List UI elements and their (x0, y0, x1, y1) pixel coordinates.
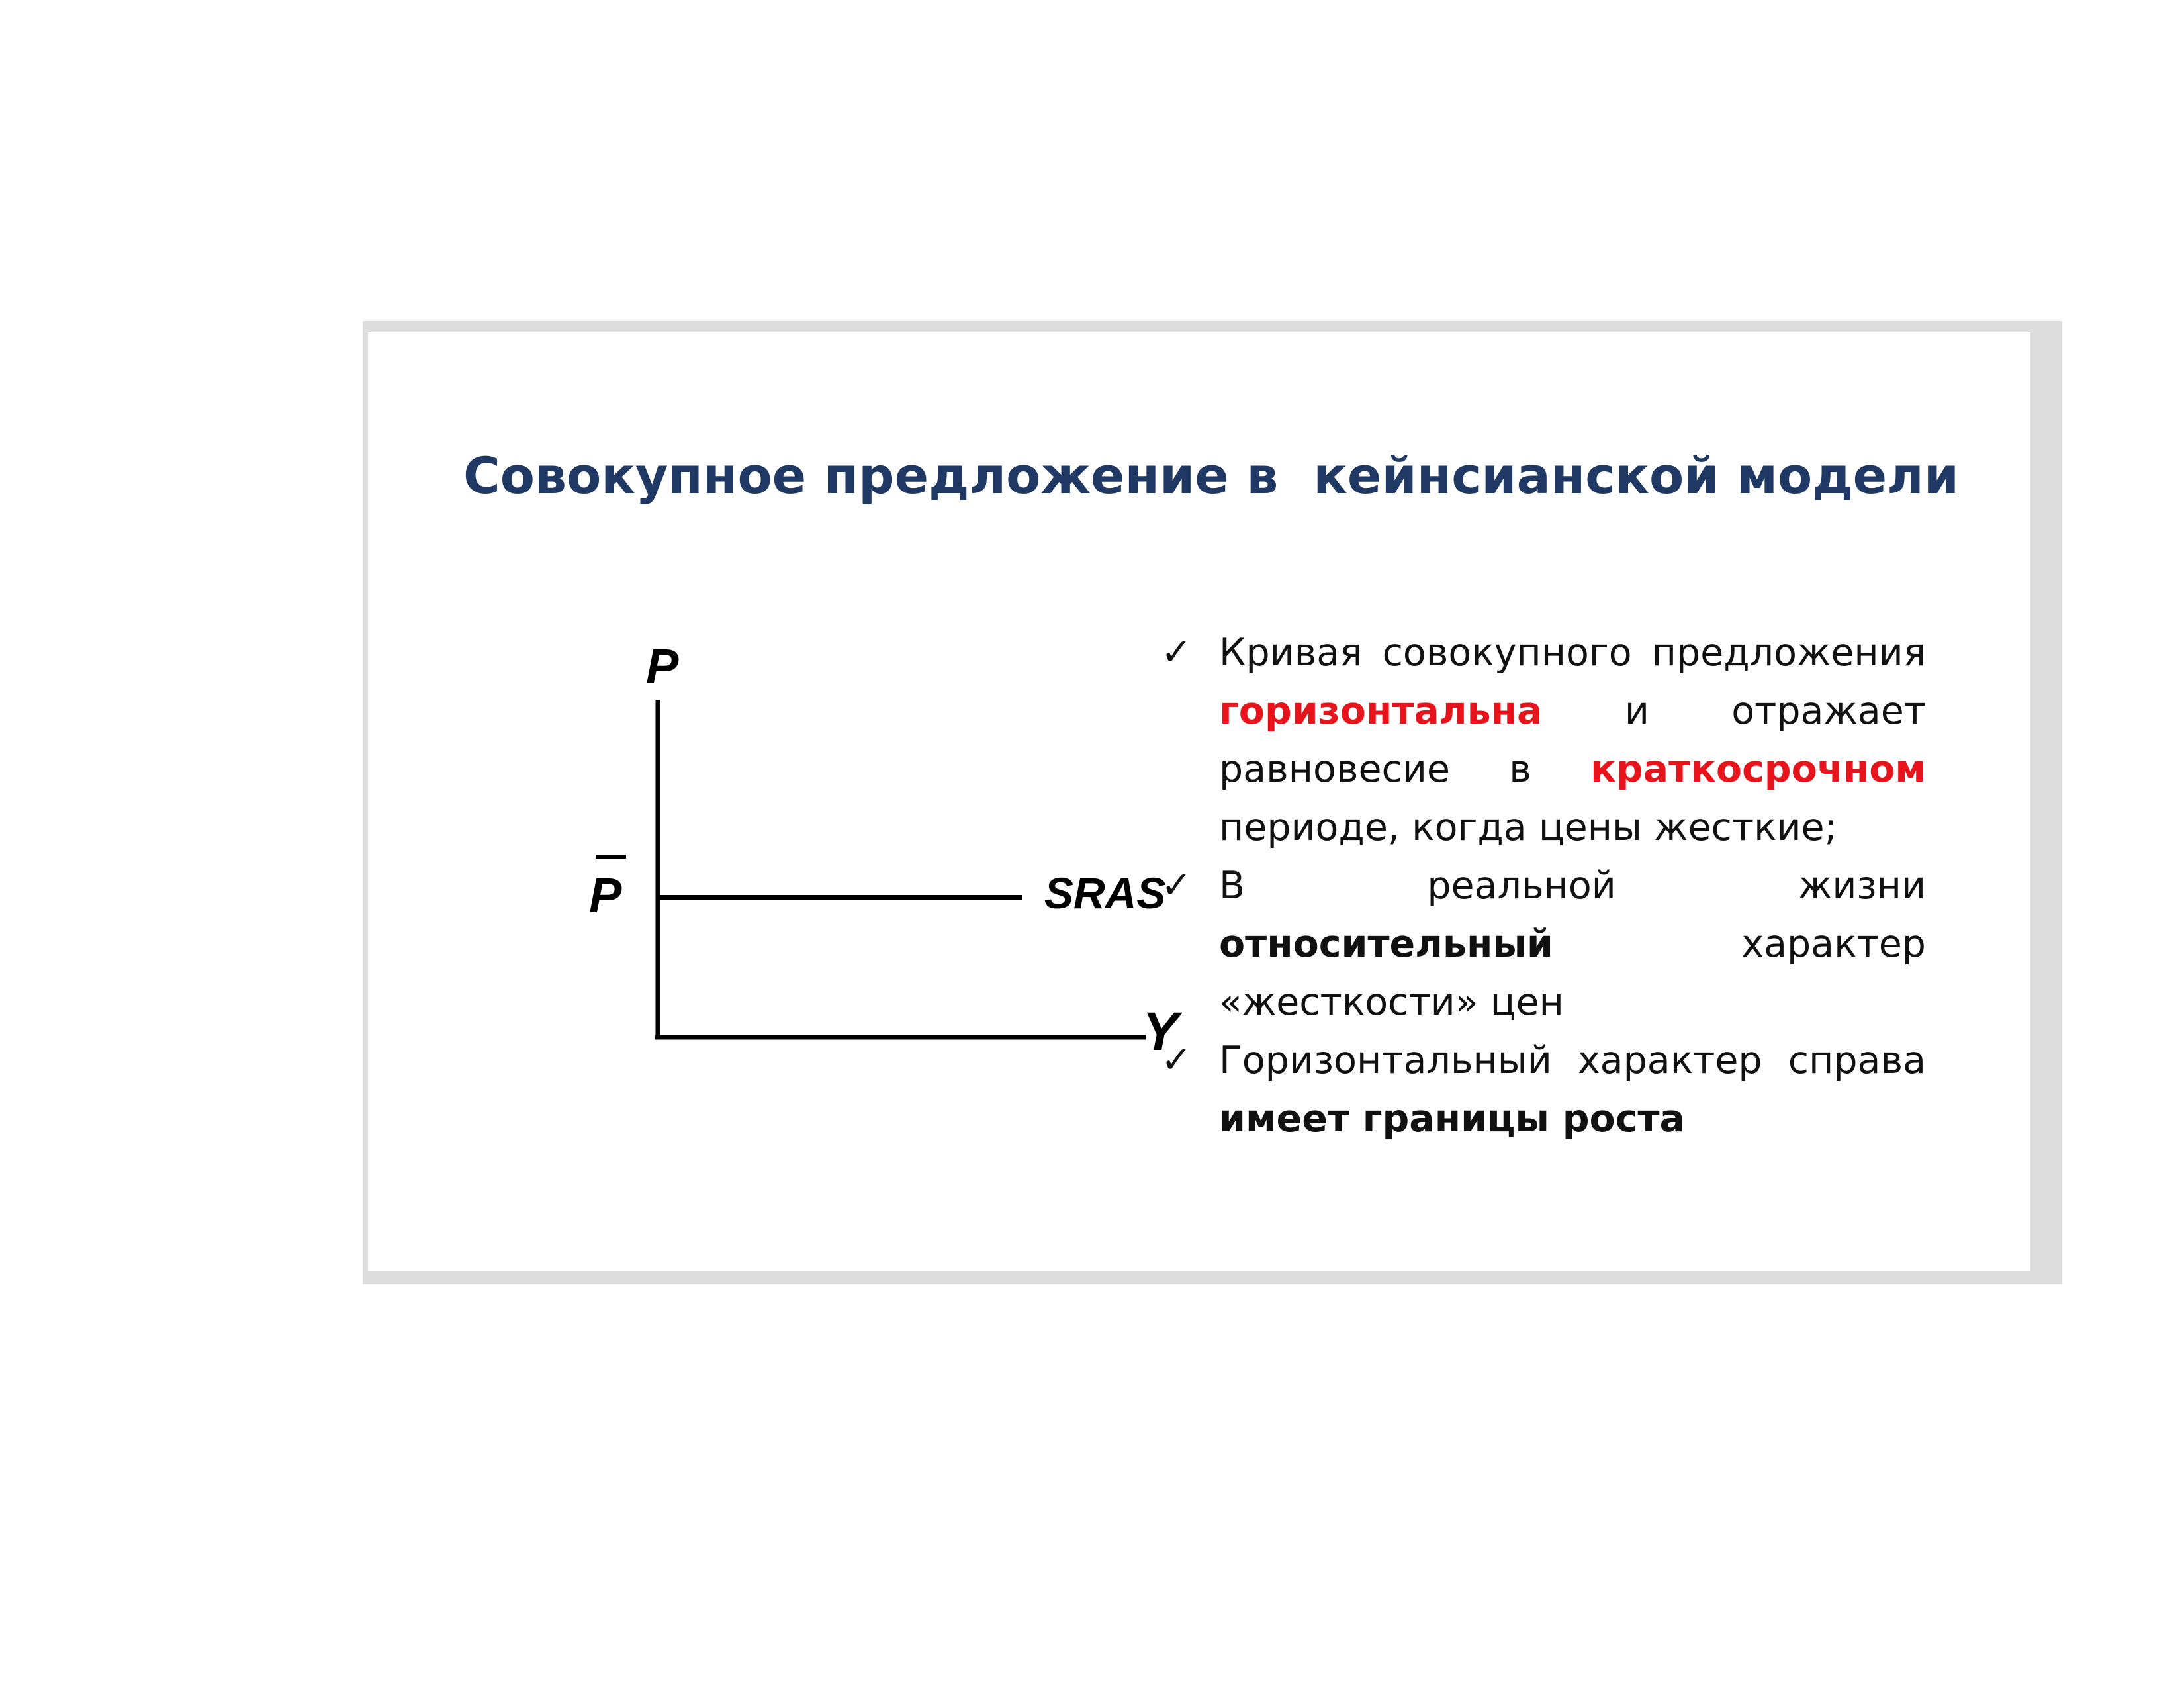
bold-text: относительный (1219, 922, 1553, 966)
bullet-text: Горизонтальный характер справа имеет гра… (1219, 1039, 1926, 1141)
bullet-text: В реальной жизни относительный характер … (1219, 864, 1926, 1024)
check-mark-icon: ✓ (1161, 864, 1192, 907)
check-mark-icon: ✓ (1161, 1039, 1192, 1082)
y-axis-label: P (646, 643, 679, 694)
highlight-text: горизонтальна (1219, 689, 1543, 733)
highlight-text: краткосрочном (1590, 747, 1926, 791)
slide-title: Совокупное предложение в кейнсианской мо… (463, 446, 1960, 505)
sras-label: SRAS (1044, 868, 1165, 917)
bullet-text: Кривая совокупного предложения горизонта… (1219, 631, 1926, 849)
bullet-item: ✓ Горизонтальный характер справа имеет г… (1161, 1031, 1926, 1148)
x-axis-label: Y (1142, 1002, 1182, 1054)
bullet-item: ✓ В реальной жизни относительный характе… (1161, 857, 1926, 1031)
check-mark-icon: ✓ (1161, 631, 1192, 674)
sras-chart: P Y P SRAS (589, 643, 1182, 1054)
bullet-item: ✓ Кривая совокупного предложения горизон… (1161, 624, 1926, 857)
slide: Совокупное предложение в кейнсианской мо… (368, 332, 2030, 1271)
price-level-label: P (589, 868, 622, 923)
bold-text: имеет границы роста (1219, 1097, 1685, 1141)
bullet-list: ✓ Кривая совокупного предложения горизон… (1161, 624, 1926, 1148)
